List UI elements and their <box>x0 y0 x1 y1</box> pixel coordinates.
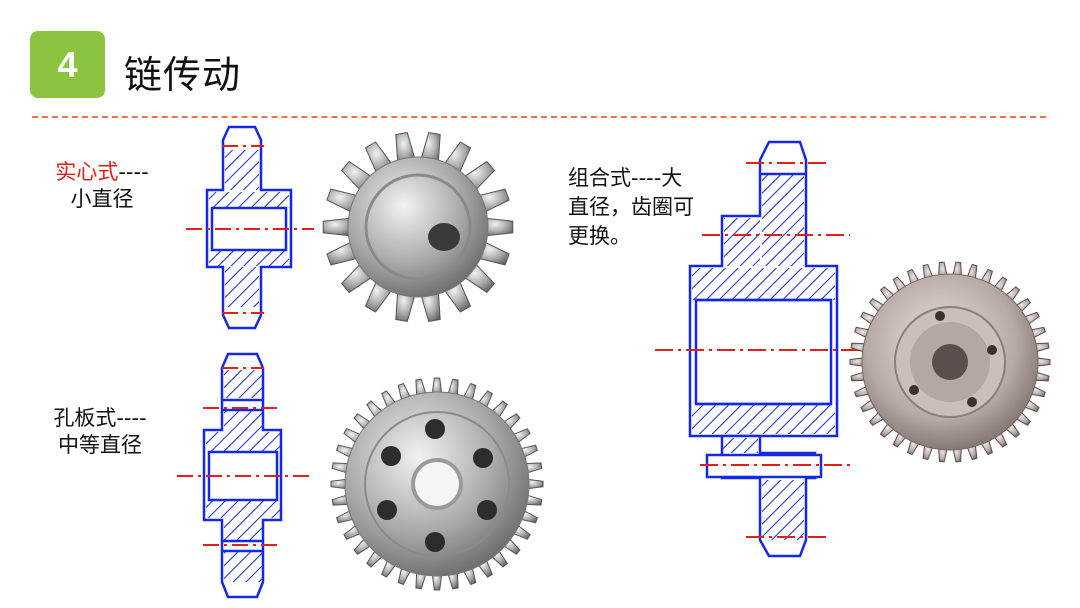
solid-sprocket-render <box>322 132 514 322</box>
plate-centerlines <box>177 367 312 546</box>
plate-type-desc: 中等直径 <box>58 433 142 457</box>
header-divider <box>32 116 1046 118</box>
solid-type-dashes: ---- <box>118 160 149 184</box>
plate-type-name: 孔板式 <box>53 406 117 430</box>
combo-sprocket-section <box>688 140 839 558</box>
combo-type-line1: 组合式----大 <box>568 166 683 190</box>
slide-number-badge: 4 <box>30 31 105 98</box>
slide-title: 链传动 <box>124 53 242 97</box>
plate-type-label: 孔板式---- 中等直径 <box>30 405 170 459</box>
solid-centerlines <box>186 145 314 314</box>
solid-type-label: 实心式---- 小直径 <box>42 159 162 213</box>
solid-sprocket-section <box>205 125 293 330</box>
combo-sprocket-render <box>849 261 1051 463</box>
combo-type-line2: 直径，齿圈可 <box>568 195 694 219</box>
solid-type-desc: 小直径 <box>70 187 134 211</box>
plate-type-dashes: ---- <box>116 406 147 430</box>
combo-centerlines <box>655 162 860 538</box>
combo-type-label: 组合式----大 直径，齿圈可 更换。 <box>568 164 694 251</box>
plate-sprocket-render <box>330 377 544 591</box>
combo-type-line3: 更换。 <box>568 224 631 248</box>
solid-type-name: 实心式 <box>55 160 119 184</box>
